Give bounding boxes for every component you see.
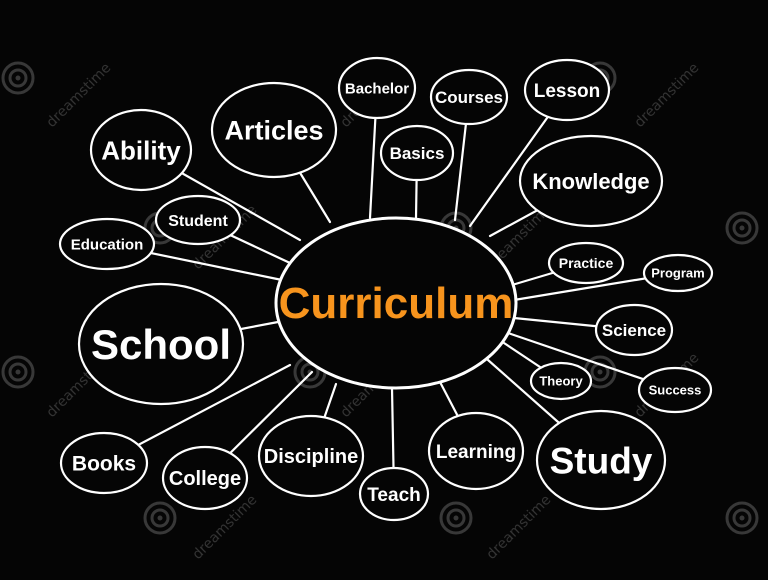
node-practice: Practice: [547, 241, 625, 285]
center-node-label: Curriculum: [279, 279, 514, 328]
node-student: Student: [154, 194, 242, 246]
node-ability-outline: [89, 108, 193, 192]
node-learning: Learning: [427, 411, 525, 491]
node-practice-label: Practice: [559, 255, 614, 271]
node-theory-label: Theory: [539, 374, 583, 389]
node-success-label: Success: [649, 383, 702, 398]
node-theory: Theory: [529, 361, 593, 401]
node-practice-outline: [547, 241, 625, 285]
node-teach-label: Teach: [367, 485, 421, 506]
node-lesson: Lesson: [523, 58, 611, 122]
watermark-spiral-icon: [725, 211, 759, 245]
node-discipline: Discipline: [257, 414, 365, 498]
node-articles-label: Articles: [224, 116, 323, 146]
node-science-outline: [594, 303, 674, 357]
node-discipline-label: Discipline: [264, 446, 358, 468]
node-knowledge: Knowledge: [518, 134, 664, 228]
node-school: School: [77, 282, 245, 406]
node-science: Science: [594, 303, 674, 357]
watermark-text: dreamstime: [44, 60, 115, 131]
node-basics: Basics: [379, 124, 455, 182]
node-learning-label: Learning: [436, 442, 516, 463]
node-program: Program: [642, 253, 714, 293]
node-student-outline: [154, 194, 242, 246]
node-study: Study: [535, 409, 667, 511]
watermark-spiral-icon: [143, 501, 177, 535]
watermark-spiral-icon: [725, 501, 759, 535]
node-lesson-label: Lesson: [534, 81, 601, 102]
node-study-outline: [535, 409, 667, 511]
node-ability-label: Ability: [101, 135, 181, 165]
node-college: College: [161, 445, 249, 511]
node-courses-outline: [429, 68, 509, 126]
node-education-label: Education: [71, 236, 144, 253]
node-theory-outline: [529, 361, 593, 401]
node-discipline-outline: [257, 414, 365, 498]
node-bachelor-outline: [337, 56, 417, 120]
node-school-label: School: [91, 321, 231, 368]
watermark-spiral-icon: [439, 501, 473, 535]
node-knowledge-outline: [518, 134, 664, 228]
watermark-spiral-icon: [1, 61, 35, 95]
watermark-text: dreamstime: [484, 492, 555, 563]
node-courses: Courses: [429, 68, 509, 126]
center-node-outline: [274, 216, 518, 390]
node-success: Success: [637, 366, 713, 414]
node-science-label: Science: [602, 321, 666, 340]
node-teach: Teach: [358, 466, 430, 522]
node-articles-outline: [210, 81, 338, 179]
node-basics-label: Basics: [390, 144, 445, 163]
node-courses-label: Courses: [435, 88, 503, 107]
node-bachelor: Bachelor: [337, 56, 417, 120]
node-ability: Ability: [89, 108, 193, 192]
node-bachelor-label: Bachelor: [345, 80, 409, 97]
watermark-spiral-icon: [1, 355, 35, 389]
watermark-text: dreamstime: [632, 60, 703, 131]
center-node: Curriculum: [274, 216, 518, 390]
node-study-label: Study: [550, 440, 653, 481]
node-lesson-outline: [523, 58, 611, 122]
node-knowledge-label: Knowledge: [532, 169, 649, 194]
node-books-label: Books: [72, 453, 136, 476]
node-student-label: Student: [168, 213, 228, 230]
node-program-label: Program: [651, 266, 704, 281]
node-education-outline: [58, 217, 156, 271]
node-books-outline: [59, 431, 149, 495]
node-basics-outline: [379, 124, 455, 182]
node-college-outline: [161, 445, 249, 511]
node-education: Education: [58, 217, 156, 271]
node-college-label: College: [169, 468, 241, 490]
node-articles: Articles: [210, 81, 338, 179]
node-learning-outline: [427, 411, 525, 491]
node-program-outline: [642, 253, 714, 293]
node-teach-outline: [358, 466, 430, 522]
node-school-outline: [77, 282, 245, 406]
node-books: Books: [59, 431, 149, 495]
node-success-outline: [637, 366, 713, 414]
